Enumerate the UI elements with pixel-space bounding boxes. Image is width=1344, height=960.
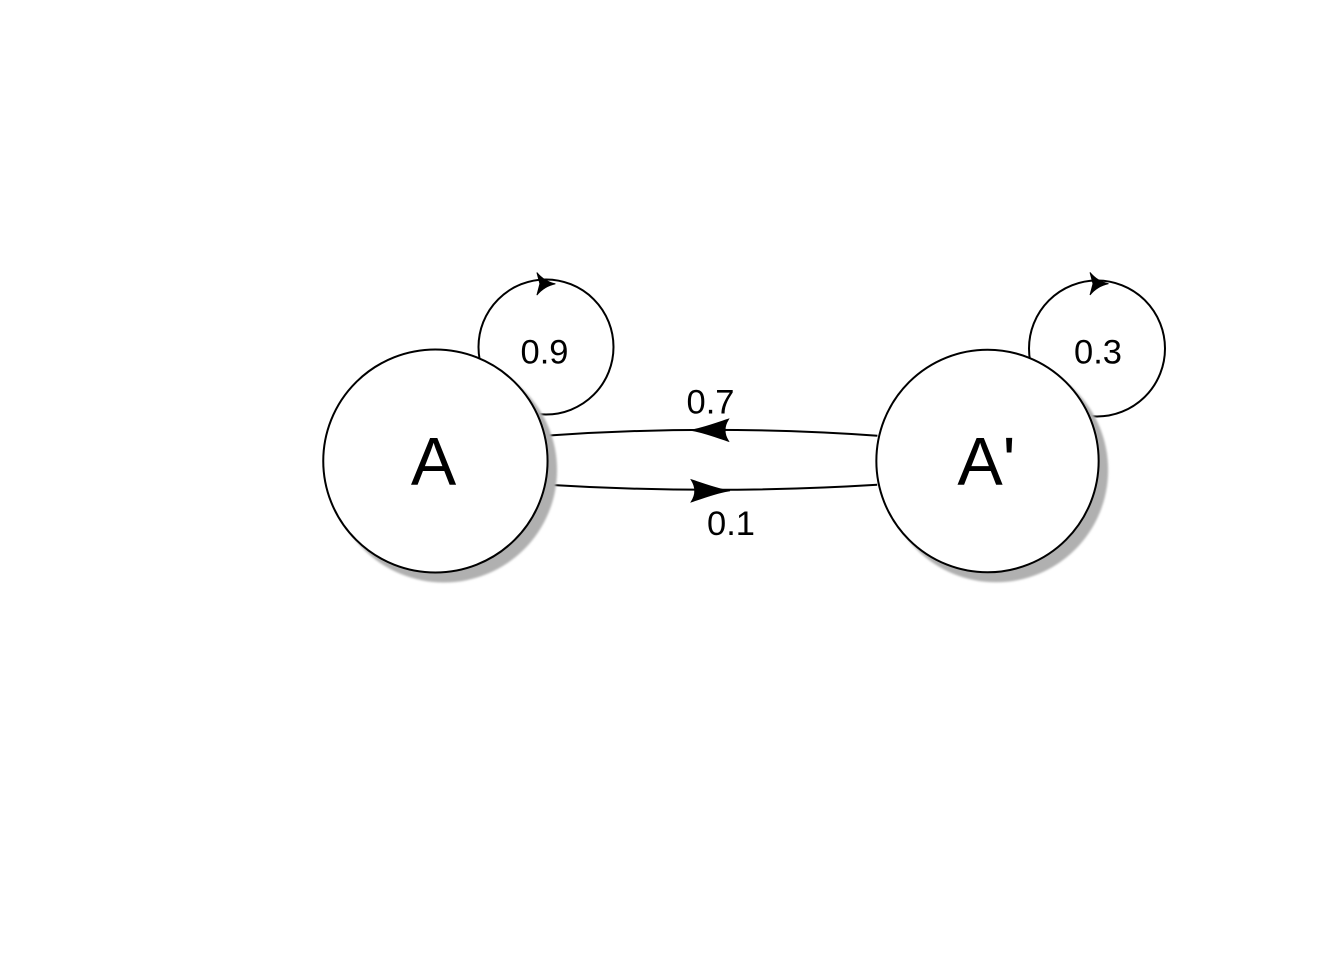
svg-text:0.1: 0.1: [707, 505, 755, 543]
svg-text:A': A': [957, 423, 1015, 499]
svg-text:0.9: 0.9: [521, 333, 569, 371]
svg-text:0.3: 0.3: [1074, 333, 1122, 371]
svg-text:0.7: 0.7: [687, 383, 735, 421]
svg-text:A: A: [411, 423, 457, 499]
